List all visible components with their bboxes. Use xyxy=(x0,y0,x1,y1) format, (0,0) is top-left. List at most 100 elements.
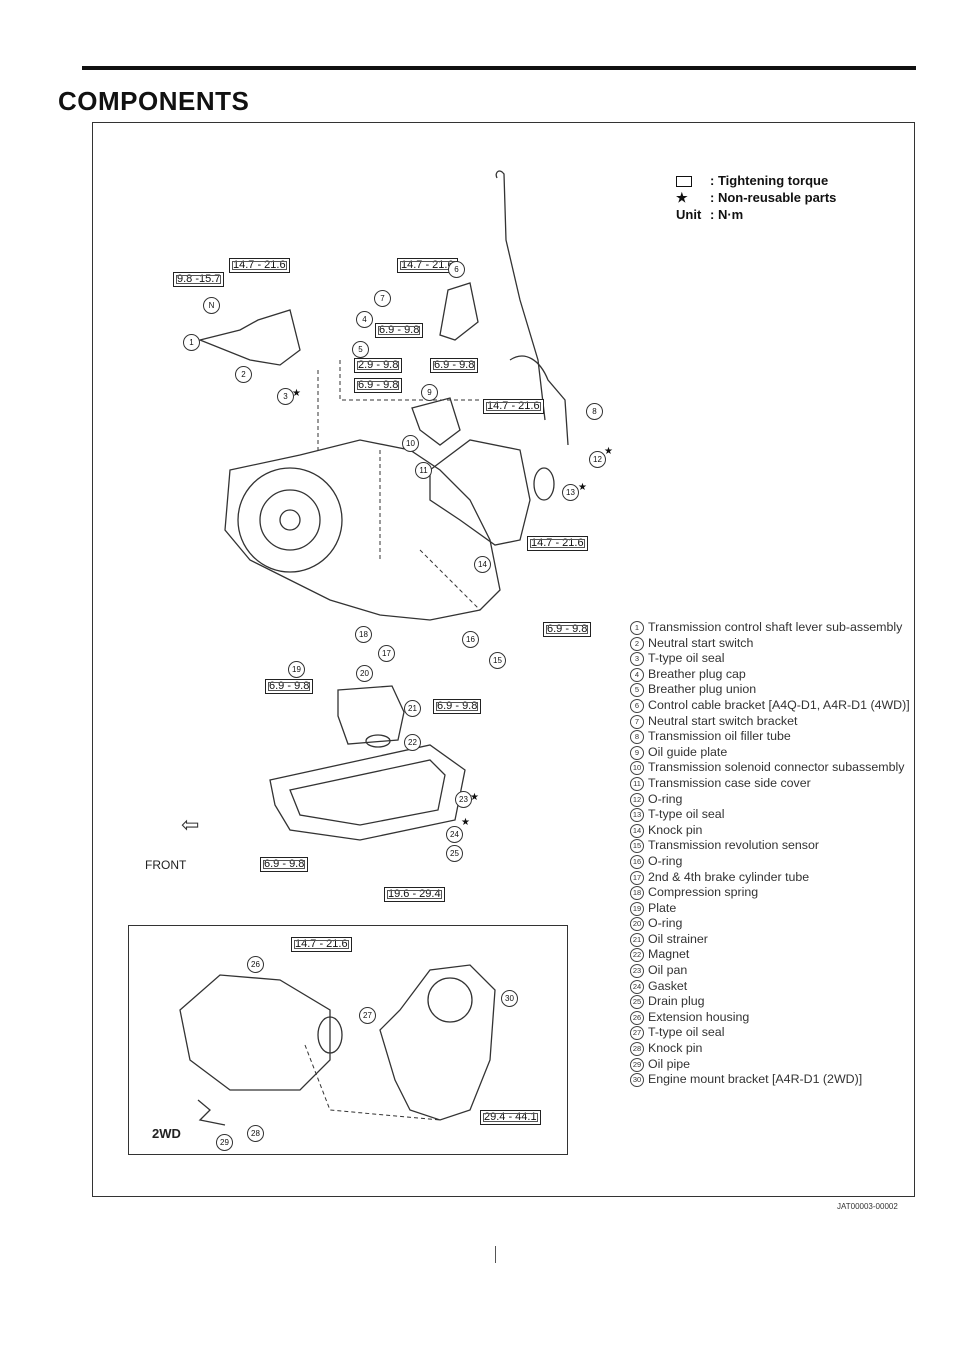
front-arrow-icon: ⇦ xyxy=(181,812,200,837)
part-number: 27 xyxy=(630,1026,644,1041)
torque-box: 9.8 -15.7 xyxy=(173,272,225,287)
callout: N xyxy=(203,297,220,314)
part-name: Control cable bracket [A4Q-D1, A4R-D1 (4… xyxy=(648,697,910,712)
part-number: 25 xyxy=(630,995,644,1010)
callout: 30 xyxy=(501,990,518,1007)
part-number: 1 xyxy=(630,621,644,635)
parts-list-item: 6 Control cable bracket [A4Q-D1, A4R-D1 (… xyxy=(630,698,910,714)
callout: 2 xyxy=(235,366,252,383)
front-label: FRONT xyxy=(145,858,187,872)
legend: : Tightening torque ★: Non-reusable part… xyxy=(676,172,836,223)
callout: 8 xyxy=(586,403,603,420)
torque-box: 6.9 - 9.8 xyxy=(375,323,424,338)
torque-box-icon xyxy=(676,176,692,188)
callout: 24 xyxy=(446,826,463,843)
magnet-line xyxy=(365,734,391,748)
part-name: Transmission revolution sensor xyxy=(648,838,820,853)
torque-box: 14.7 - 21.6 xyxy=(397,258,458,273)
torque-box: 6.9 - 9.8 xyxy=(430,358,479,373)
dipstick-line xyxy=(495,170,546,421)
callout: 7 xyxy=(374,290,391,307)
part-number: 5 xyxy=(630,683,644,698)
part-name: Transmission case side cover xyxy=(648,775,811,790)
callout: 21 xyxy=(404,700,421,717)
part-name: Plate xyxy=(648,900,677,915)
part-number: 6 xyxy=(630,698,644,713)
part-number: 18 xyxy=(630,886,644,901)
legend-star-row: ★: Non-reusable parts xyxy=(676,189,836,206)
part-number: 22 xyxy=(630,948,644,963)
two-wd-label: 2WD xyxy=(152,1126,181,1141)
part-name: 2nd & 4th brake cylinder tube xyxy=(648,869,810,884)
callout: 22 xyxy=(404,734,421,751)
document-code: JAT00003-00002 xyxy=(837,1202,898,1211)
engine-mount-bracket-line xyxy=(379,964,496,1121)
part-number: 12 xyxy=(630,792,644,807)
torque-box: 19.6 - 29.4 xyxy=(384,887,445,902)
star-icon: ★ xyxy=(292,388,301,399)
part-number: 23 xyxy=(630,964,644,979)
part-name: Magnet xyxy=(648,947,690,962)
callout: 23 xyxy=(455,791,472,808)
callout: 16 xyxy=(462,631,479,648)
legend-torque-label: : Tightening torque xyxy=(710,173,829,188)
part-number: 4 xyxy=(630,667,644,682)
part-number: 24 xyxy=(630,979,644,994)
callout: 13 xyxy=(562,484,579,501)
star-icon: ★ xyxy=(470,792,479,803)
callout: 26 xyxy=(247,956,264,973)
part-number: 3 xyxy=(630,652,644,667)
part-name: O-ring xyxy=(648,916,683,931)
torque-box: 6.9 - 9.8 xyxy=(433,699,482,714)
star-icon: ★ xyxy=(578,482,587,493)
legend-unit-row: Unit: N·m xyxy=(676,206,836,223)
torque-box: 14.7 - 21.6 xyxy=(483,399,544,414)
legend-unit-key: Unit xyxy=(676,207,702,222)
part-name: Transmission solenoid connector subassem… xyxy=(648,760,905,775)
torque-box: 29.4 - 44.1 xyxy=(480,1110,541,1125)
part-name: Breather plug cap xyxy=(648,666,746,681)
control-bracket-line xyxy=(439,282,479,341)
callout: 5 xyxy=(352,341,369,358)
bell-housing-line xyxy=(237,467,343,573)
torque-box: 6.9 - 9.8 xyxy=(260,857,309,872)
part-name: Extension housing xyxy=(648,1009,750,1024)
torque-box: 6.9 - 9.8 xyxy=(265,679,314,694)
two-wd-subdiagram xyxy=(128,925,568,1155)
part-name: Engine mount bracket [A4R-D1 (2WD)] xyxy=(648,1072,863,1087)
part-name: Oil pipe xyxy=(648,1056,691,1071)
oil-pan-line xyxy=(269,744,466,841)
seal-line xyxy=(533,467,555,501)
part-name: Oil pan xyxy=(648,963,688,978)
part-number: 30 xyxy=(630,1073,644,1088)
switch-line xyxy=(197,309,301,366)
filler-tube-line xyxy=(509,355,569,446)
torque-box: 14.7 - 21.6 xyxy=(527,536,588,551)
parts-list-item: 23 Oil pan xyxy=(630,963,910,979)
callout: 3 xyxy=(277,388,294,405)
transmission-case-outline xyxy=(224,439,501,621)
part-number: 15 xyxy=(630,839,644,854)
part-number: 21 xyxy=(630,932,644,947)
star-icon: ★ xyxy=(676,190,688,205)
part-number: 10 xyxy=(630,761,644,776)
callout: 17 xyxy=(378,645,395,662)
parts-list-item: 30 Engine mount bracket [A4R-D1 (2WD)] xyxy=(630,1072,910,1088)
legend-torque-row: : Tightening torque xyxy=(676,172,836,189)
part-number: 28 xyxy=(630,1042,644,1057)
